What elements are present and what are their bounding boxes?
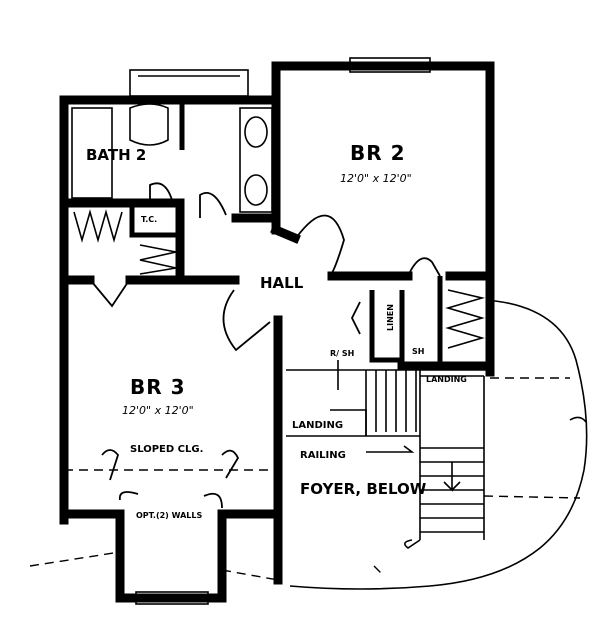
doors [91,182,441,509]
bath-fixtures [71,103,273,213]
br3-label: BR 3 [130,375,186,399]
bath2-label: BATH 2 [86,146,146,164]
labels: BATH 2 T.C. BR 2 12'0" x 12'0" HALL BR 3… [86,141,467,520]
br2-label: BR 2 [350,141,406,165]
walls [59,61,495,603]
windows [129,57,431,605]
foyer-label: FOYER, BELOW [300,480,427,498]
hall-label: HALL [260,274,304,292]
br2-dims: 12'0" x 12'0" [340,172,412,185]
tc-label: T.C. [141,215,157,224]
railing-label: RAILING [300,450,346,461]
linen-label: LINEN [386,304,395,331]
br3-dims: 12'0" x 12'0" [122,404,194,417]
rr-label: R/ SH [330,349,354,358]
sloped-clg-note: SLOPED CLG. [130,444,203,455]
closet-shelving [73,209,486,349]
opt-walls-note: OPT.(2) WALLS [136,511,202,520]
sh-label: SH [412,347,424,356]
bay-curve [289,299,588,590]
landing-lower-label: LANDING [292,420,343,431]
stair [286,360,490,549]
landing-upper-label: LANDING [426,375,467,384]
dashed-lines [29,377,581,581]
